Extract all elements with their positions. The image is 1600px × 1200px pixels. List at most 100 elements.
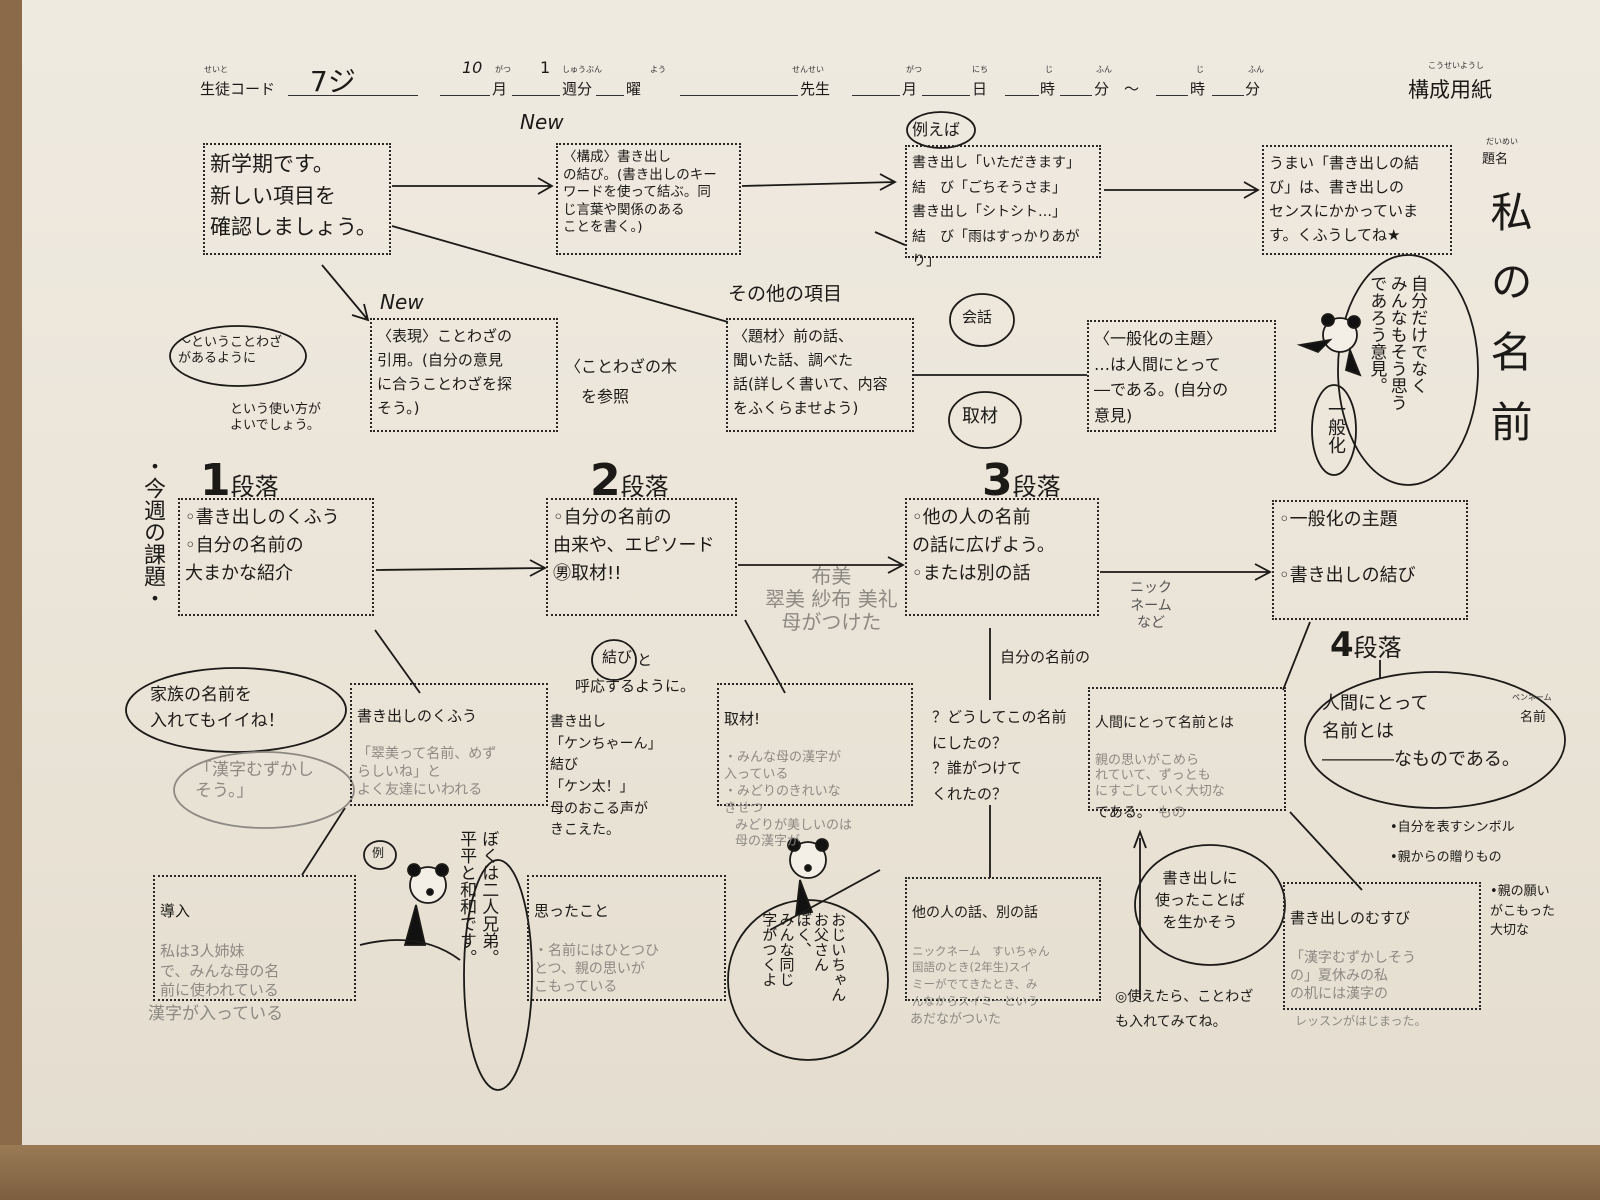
date-day-label: 日 (972, 80, 988, 98)
human-name-bubble: 人間にとって 名前とは ――――なものである。 (1322, 693, 1520, 770)
paragraph-4-heading: 4段落 (1330, 625, 1402, 665)
min1-label: 分 (1094, 80, 1110, 98)
pencil-midori-note: みどりが美しいのは 母の漢字が (735, 818, 853, 850)
box-pencil-text: ニックネーム すいちゃん 国語のとき(2年生)スイ ミーがでてきたとき、み んな… (912, 943, 1050, 1008)
worksheet-paper (22, 0, 1600, 1150)
intro-paragraph-box: 導入 私は3人姉妹 で、みんな母の名 前に使われている (153, 875, 356, 1001)
panda-drawings (359, 313, 1362, 961)
box-pencil-text: 親の思いがこめら れていて、ずっとも にすごしていく大切な (1095, 752, 1225, 799)
nickname-note: ニック ネーム など (1130, 580, 1172, 631)
kakidashi-tip-bubble: 書き出しに 使ったことば を生かそう (1155, 869, 1246, 931)
subject-box: 〈題材〉前の話、 聞いた話、調べた 話(詳しく書いて、内容 をふくらませよう) (726, 318, 914, 432)
teacher-furigana: せんせい (792, 65, 824, 74)
paragraph-1-heading: 1段落 (200, 455, 279, 506)
month-value[interactable]: 10 (462, 58, 483, 77)
closing-continued: レッスンがはじまった。 (1295, 1014, 1427, 1028)
paragraph-label: 段落 (620, 473, 669, 501)
proverb-usage-note: という使い方が よいでしょう。 (230, 402, 322, 434)
student-code-furigana: せいと (204, 65, 228, 74)
box-tail-pencil: もの (1157, 805, 1186, 822)
musubi-tag: 結び (602, 648, 633, 666)
weekly-task-label: ・今週の課題・ (140, 455, 165, 609)
paragraph-label: 段落 (1353, 634, 1402, 662)
title-label: 題名 (1482, 152, 1509, 167)
date-day-furigana: にち (972, 65, 988, 74)
box-pencil-text: 「漢字むずかしそう の」夏休みの私 の机には漢字の (1290, 950, 1416, 1003)
kakidashi-box: 書き出しのくふう 「翠美って名前、めず らしいね」と よく友達にいわれる (350, 683, 548, 806)
penname-furigana: ペンネーム (1512, 693, 1552, 702)
paragraph-1-box: ◦書き出しのくふう ◦自分の名前の 大まかな紹介 (178, 498, 374, 616)
box-tail: である。 (1095, 805, 1144, 822)
box-title: 取材! (724, 709, 761, 728)
proverb-bubble: 〜ということわざ があるように (178, 335, 283, 367)
generalization-bubble: 一般化 (1325, 400, 1346, 454)
table-surface (0, 1145, 1600, 1200)
week-label: 週分 (562, 80, 593, 98)
interview-bubble: 取材 (962, 406, 998, 427)
title-label-furigana: だいめい (1486, 137, 1518, 146)
weekday-furigana: よう (650, 65, 666, 74)
speech-bubbles (125, 111, 1566, 1091)
paragraph-number: 2 (590, 455, 621, 506)
bullet-wish: •親の願い がこもった 大切な (1490, 884, 1556, 938)
kakidashi-example: 書き出し 「ケンちゃーん」 結び 「ケン太！」 母のおこる声が きこえた。 (550, 714, 662, 839)
paragraph-label: 段落 (230, 473, 279, 501)
weekday-label: 曜 (626, 80, 642, 98)
intro-continued: 漢字が入っている (148, 1004, 284, 1024)
hour2-furigana: じ (1196, 65, 1204, 74)
box-pencil-text: ・みんな母の漢字が 入っている ・みどりのきれいな きせつ (724, 750, 842, 816)
structure-box: 〈構成〉書き出し の結び。(書き出しのキー ワードを使って結ぶ。同 じ言葉や関係… (556, 143, 741, 255)
family-name-bubble: 家族の名前を 入れてもイイね！ (150, 685, 285, 731)
others-story-box: 他の人の話、別の話 ニックネーム すいちゃん 国語のとき(2年生)スイ ミーがで… (905, 877, 1101, 1008)
week-value[interactable]: 1 (540, 58, 551, 77)
talk-bubble: 会話 (962, 308, 993, 326)
date-month-furigana: がつ (906, 65, 922, 74)
paragraph-2-heading: 2段落 (590, 455, 669, 506)
closing-box: 書き出しのむすび 「漢字むずかしそう の」夏休みの私 の机には漢字の (1283, 882, 1481, 1010)
box-title: 他の人の話、別の話 (912, 904, 1038, 921)
own-name-note: 自分の名前の (1000, 648, 1091, 666)
arrows (301, 173, 1381, 1000)
hour2-label: 時 (1190, 80, 1206, 98)
panda-speech-brothers: ぼくは二人兄弟。 平平と和和です。 (456, 830, 499, 966)
proverb-tree-note: 〈ことわざの木 を参照 (565, 357, 678, 407)
hour1-label: 時 (1040, 80, 1056, 98)
student-code-value[interactable]: 7ジ (310, 65, 356, 98)
thoughts-box: 思ったこと ・名前にはひとつひ とつ、親の思いが こもっている (527, 875, 726, 1001)
student-code-label: 生徒コード (200, 80, 276, 98)
paragraph-number: 3 (982, 455, 1013, 506)
min2-furigana: ふん (1248, 65, 1264, 74)
example-tag: 例 (372, 846, 385, 860)
box-pencil-text: 私は3人姉妹 で、みんな母の名 前に使われている (160, 942, 280, 1000)
month-furigana: がつ (495, 65, 511, 74)
panda-speech-family: おじいちゃん お父さん ぼく、 みんな同じ 字がつくよ (760, 912, 848, 1002)
bullet-gift: •親からの贈りもの (1390, 850, 1502, 865)
panda-speech: 自分だけでなく みんなもそう思う であろう意見。 (1366, 275, 1428, 411)
paragraph-label: 段落 (1012, 473, 1061, 501)
min2-label: 分 (1245, 80, 1261, 98)
box-pencil-text: ・名前にはひとつひ とつ、親の思いが こもっている (534, 943, 660, 996)
other-items-heading: その他の項目 (728, 283, 843, 305)
sheet-title: 構成用紙 (1408, 78, 1492, 102)
others-continued: あだながついた (910, 1012, 1002, 1027)
box-title: 書き出しのくふう (357, 707, 478, 726)
paragraph-3-heading: 3段落 (982, 455, 1061, 506)
min1-furigana: ふん (1096, 65, 1112, 74)
bullet-symbol: •自分を表すシンボル (1390, 820, 1515, 835)
tilde: 〜 (1124, 80, 1140, 98)
questions-note: ？どうしてこの名前 にしたの？ ？誰がつけて くれたの？ (932, 708, 1067, 803)
essay-title[interactable]: 私の名前 (1484, 190, 1533, 470)
month-label: 月 (492, 80, 508, 98)
example-tag: 例えば (912, 120, 961, 139)
expression-box: 〈表現〉ことわざの 引用。(自分の意見 に合うことわざを探 そう。) (370, 318, 558, 432)
pencil-names-note: 布美 翠美 紗布 美礼 母がつけた (765, 564, 898, 634)
date-month-label: 月 (902, 80, 918, 98)
box-title: 導入 (160, 901, 191, 920)
new-label: New (520, 110, 564, 134)
example-box: 書き出し「いただきます」 結 び「ごちそうさま」 書き出し「シトシト…」 結 び… (905, 145, 1101, 269)
week-furigana: しゅうぶん (562, 65, 602, 74)
musubi-note: と 呼応するように。 (575, 651, 696, 695)
intro-box: 新学期です。 新しい項目を 確認しましょう。 (203, 143, 391, 255)
interview-box: 取材! ・みんな母の漢字が 入っている ・みどりのきれいな きせつ (717, 683, 913, 816)
